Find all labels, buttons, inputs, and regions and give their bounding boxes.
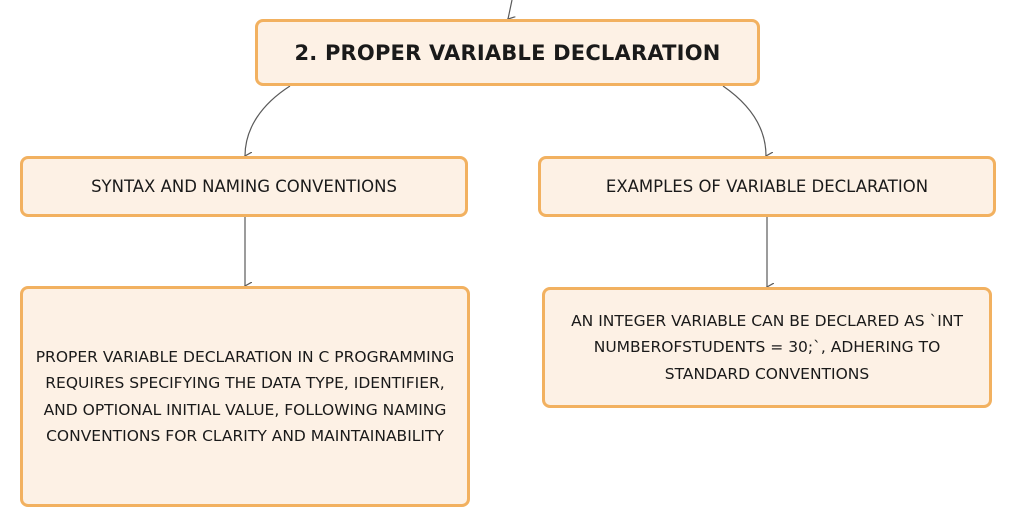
root-node-label: 2. PROPER VARIABLE DECLARATION — [294, 40, 721, 65]
incoming-connector — [508, 0, 512, 19]
branch-node-label: EXAMPLES OF VARIABLE DECLARATION — [605, 177, 929, 196]
leaf-node-text: PROPER VARIABLE DECLARATION IN C PROGRAM… — [35, 347, 455, 446]
leaf-node-syntax-detail: PROPER VARIABLE DECLARATION IN C PROGRAM… — [20, 286, 470, 507]
root-node: 2. PROPER VARIABLE DECLARATION — [255, 19, 760, 86]
connector-root-to-left-branch — [245, 85, 291, 156]
branch-node-label: SYNTAX AND NAMING CONVENTIONS — [91, 177, 397, 196]
branch-node-syntax-and-naming: SYNTAX AND NAMING CONVENTIONS — [20, 156, 468, 217]
leaf-node-text: AN INTEGER VARIABLE CAN BE DECLARED AS `… — [571, 311, 963, 383]
branch-node-examples: EXAMPLES OF VARIABLE DECLARATION — [538, 156, 996, 217]
leaf-node-example-detail: AN INTEGER VARIABLE CAN BE DECLARED AS `… — [542, 287, 992, 408]
connector-root-to-right-branch — [722, 85, 766, 156]
